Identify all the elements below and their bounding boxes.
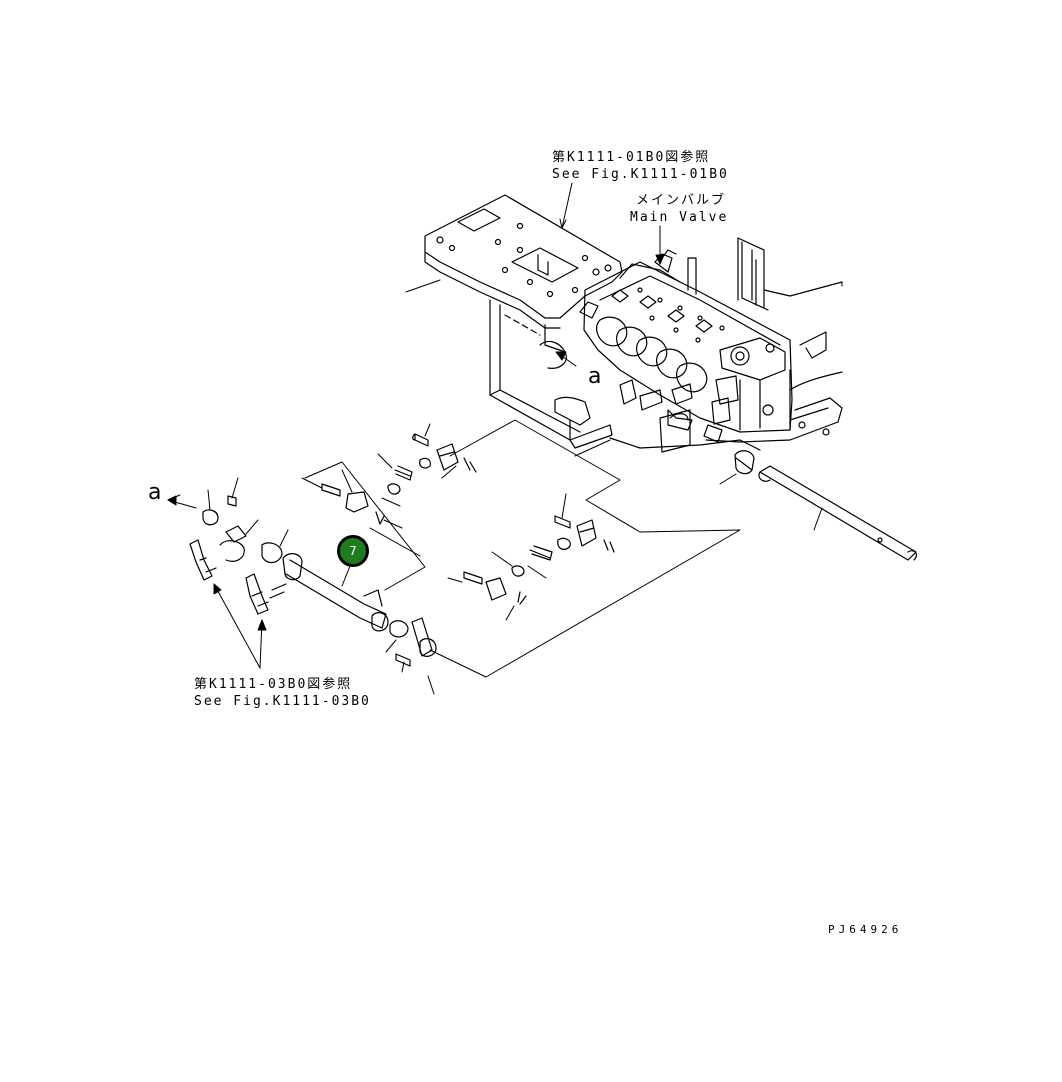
main-valve-label: メインバルブ Main Valve [630, 192, 728, 226]
reference-note-top-en: See Fig.K1111-01B0 [552, 167, 729, 182]
lower-linkage-parts [389, 515, 615, 667]
view-letter-a-right: a [588, 364, 602, 389]
main-valve-label-jp: メインバルブ [636, 193, 727, 208]
part-callout-badge[interactable]: 7 [337, 535, 369, 567]
leader-lines [167, 182, 843, 695]
reference-note-top: 第K1111-01B0図参照 See Fig.K1111-01B0 [552, 149, 729, 183]
view-letter-a-left: a [148, 480, 162, 505]
drawing-number: PJ64926 [828, 923, 903, 936]
reference-note-bottom-en: See Fig.K1111-03B0 [194, 694, 371, 709]
main-valve-label-en: Main Valve [630, 210, 729, 225]
reference-note-top-jp: 第K1111-01B0図参照 [552, 150, 711, 165]
right-equipment [609, 237, 918, 561]
upper-linkage-parts [189, 433, 477, 632]
reference-note-bottom-jp: 第K1111-03B0図参照 [194, 677, 353, 692]
main-valve [579, 249, 793, 443]
reference-note-bottom: 第K1111-03B0図参照 See Fig.K1111-03B0 [194, 676, 371, 710]
frame-plate [424, 194, 623, 329]
linkage-lines [304, 419, 741, 678]
